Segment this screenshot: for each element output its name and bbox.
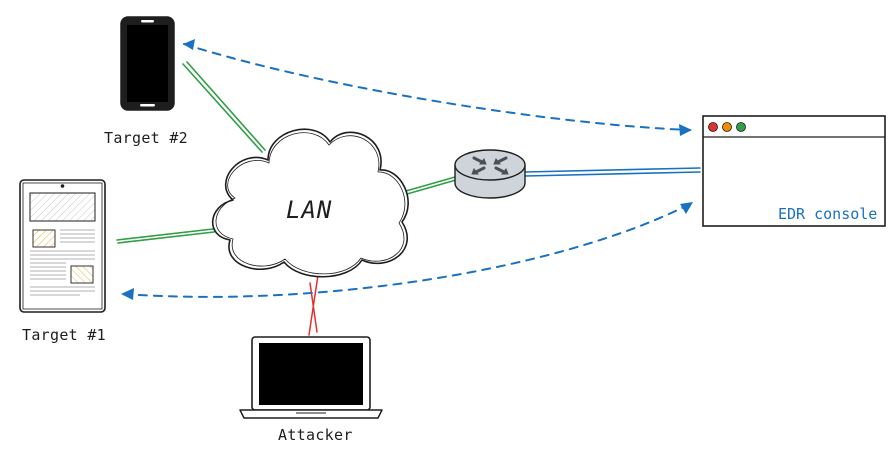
edr-arrow-target2 bbox=[183, 39, 692, 136]
cloud-icon bbox=[211, 128, 409, 278]
edr-console-label: EDR console bbox=[778, 205, 878, 223]
tablet-icon bbox=[19, 179, 106, 313]
lan-label: LAN bbox=[286, 196, 333, 224]
attacker-label: Attacker bbox=[278, 426, 353, 444]
smartphone-icon bbox=[120, 16, 175, 111]
link-attacker-lan-blocked bbox=[308, 274, 319, 336]
laptop-icon bbox=[239, 336, 383, 419]
edr-arrow-target1 bbox=[121, 202, 693, 300]
link-router-edr bbox=[524, 167, 701, 177]
target2-label: Target #2 bbox=[104, 129, 188, 147]
browser-window-icon bbox=[702, 115, 886, 227]
router-icon bbox=[454, 149, 526, 199]
link-target2-lan bbox=[182, 61, 266, 153]
link-target1-lan bbox=[116, 228, 215, 244]
target1-label: Target #1 bbox=[22, 326, 106, 344]
